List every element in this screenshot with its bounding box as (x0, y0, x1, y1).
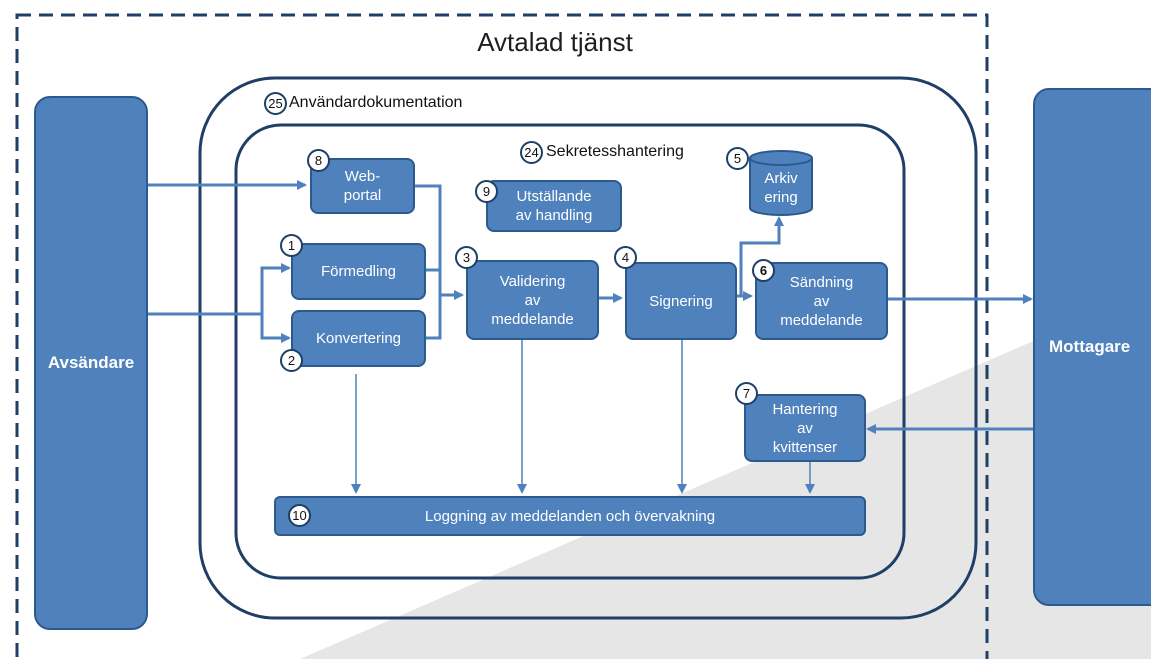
utstallande-box: Utställande av handling (486, 180, 622, 232)
konvertering-number: 2 (280, 349, 303, 372)
validering-box: Validering av meddelande (466, 260, 599, 340)
outer-scope-frame (198, 76, 978, 620)
service-boundary (15, 13, 989, 659)
arrow-signering-arkivering (739, 216, 784, 296)
loggning-box: Loggning av meddelanden och övervakning (274, 496, 866, 536)
webportal-number: 8 (307, 149, 330, 172)
arrow-konvertering-validering (426, 295, 442, 340)
arkivering-cylinder (749, 150, 813, 216)
sandning-box: Sändning av meddelande (755, 262, 888, 340)
konvertering-box: Konvertering (291, 310, 426, 367)
arkivering-label: Arkiv ering (764, 170, 798, 206)
sandning-number: 6 (752, 259, 775, 282)
validering-number: 3 (455, 246, 478, 269)
formedling-box: Förmedling (291, 243, 426, 300)
outer-scope-number: 25 (264, 92, 287, 115)
background-shade (300, 290, 1151, 659)
inner-scope-number: 24 (520, 141, 543, 164)
signering-box: Signering (625, 262, 737, 340)
inner-scope-label: Sekretesshantering (546, 143, 684, 160)
arrow-webportal-validering (415, 184, 464, 300)
signering-number: 4 (614, 246, 637, 269)
receiver-box: Mottagare (1033, 88, 1151, 606)
kvittenser-number: 7 (735, 382, 758, 405)
webportal-box: Web- portal (310, 158, 415, 214)
sender-box: Avsändare (34, 96, 148, 630)
arrow-sender-split (148, 263, 291, 316)
inner-scope-frame (234, 123, 906, 580)
arkivering-number: 5 (726, 147, 749, 170)
page-title: Avtalad tjänst (477, 26, 633, 57)
kvittenser-box: Hantering av kvittenser (744, 394, 866, 462)
arrow-formedling-validering (426, 268, 442, 295)
loggning-number: 10 (288, 504, 311, 527)
utstallande-number: 9 (475, 180, 498, 203)
formedling-number: 1 (280, 234, 303, 257)
outer-scope-label: Användardokumentation (289, 94, 463, 111)
arrow-sender-konvertering (260, 314, 291, 343)
